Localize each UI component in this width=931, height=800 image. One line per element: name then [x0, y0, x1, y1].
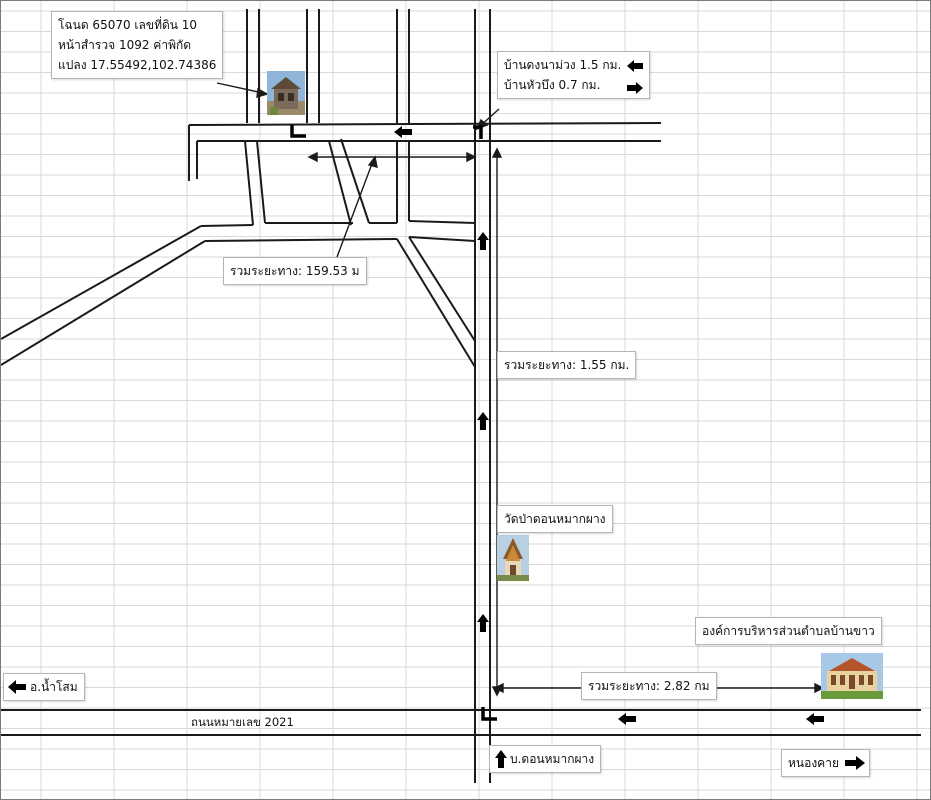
arrow-right-icon [627, 82, 644, 94]
measure-arrowhead-left [307, 151, 318, 163]
arrow-up-icon [495, 750, 507, 768]
street-d-right [256, 140, 266, 224]
arrow-up-icon [477, 614, 489, 632]
measure-arrowhead-left-2 [493, 682, 504, 694]
turn-icon [290, 125, 306, 138]
arrow-up-icon [477, 412, 489, 430]
right-destination: หนองคาย [781, 749, 870, 777]
left-diagonal-top [1, 225, 202, 340]
measure-arrowhead-up [491, 147, 503, 158]
office-building-photo [821, 653, 883, 699]
arrow-left-icon [627, 60, 644, 72]
arrow-left-icon [394, 126, 412, 138]
middle-road-top-edge [200, 224, 254, 227]
junction-diagonal-top [396, 238, 476, 368]
middle-road-bottom-edge [204, 238, 398, 242]
junction-diagonal-bottom [408, 236, 476, 342]
block-bottom-3 [408, 220, 476, 224]
office-label: องค์การบริหารส่วนตำบลบ้านขาว [695, 617, 882, 645]
measure-arrowhead-right-2 [814, 682, 825, 694]
turn-icon [473, 125, 483, 139]
middle-road-right-top [408, 236, 476, 242]
arrow-left-icon [618, 713, 636, 725]
left-diagonal-bottom [1, 240, 206, 366]
measure-pointer-head [367, 155, 378, 168]
distance-label-155: รวมระยะทาง: 1.55 กม. [497, 351, 637, 379]
left-destination: อ.น้ำโสม [3, 673, 85, 701]
street-d-left [244, 140, 254, 226]
highway-label: ถนนหมายเลข 2021 [191, 715, 294, 729]
deed-pointer [216, 82, 264, 94]
arrow-right-icon [844, 756, 865, 770]
house-photo [267, 71, 305, 115]
right-destination-text: หนองคาย [788, 756, 839, 770]
arrow-left-icon [806, 713, 824, 725]
measure-arrowhead-right [466, 151, 477, 163]
arrow-left-icon [8, 680, 26, 694]
turn-icon [481, 707, 497, 721]
distance-label-282: รวมระยะทาง: 2.82 กม [581, 672, 717, 700]
temple-photo [497, 535, 529, 581]
deed-pointer-head [256, 87, 269, 98]
arrow-up-icon [477, 232, 489, 250]
deed-line-1: โฉนด 65070 เลขที่ดิน 10 [58, 18, 198, 32]
deed-line-2: หน้าสำรวจ 1092 ค่าพิกัด [58, 38, 192, 52]
diagonal-street-left [328, 140, 352, 226]
direction-line-1: บ้านดงนาม่วง 1.5 กม. [504, 58, 622, 72]
left-destination-text: อ.น้ำโสม [30, 680, 78, 694]
diagonal-street-right [340, 138, 370, 224]
village-label: บ.ดอนหมากผาง [489, 745, 602, 773]
deed-info-box: โฉนด 65070 เลขที่ดิน 10 หน้าสำรวจ 1092 ค… [51, 11, 224, 79]
upper-road-top-edge [188, 122, 662, 126]
direction-box: บ้านดงนาม่วง 1.5 กม. บ้านหัวบึง 0.7 กม. [497, 51, 651, 99]
measure-pointer-159 [336, 160, 374, 258]
village-text: บ.ดอนหมากผาง [510, 752, 595, 766]
distance-label-159: รวมระยะทาง: 159.53 ม [223, 257, 367, 285]
direction-line-2: บ้านหัวบึง 0.7 กม. [504, 78, 601, 92]
deed-line-3: แปลง 17.55492,102.74386 [58, 58, 217, 72]
temple-label: วัดป่าดอนหมากผาง [497, 505, 613, 533]
